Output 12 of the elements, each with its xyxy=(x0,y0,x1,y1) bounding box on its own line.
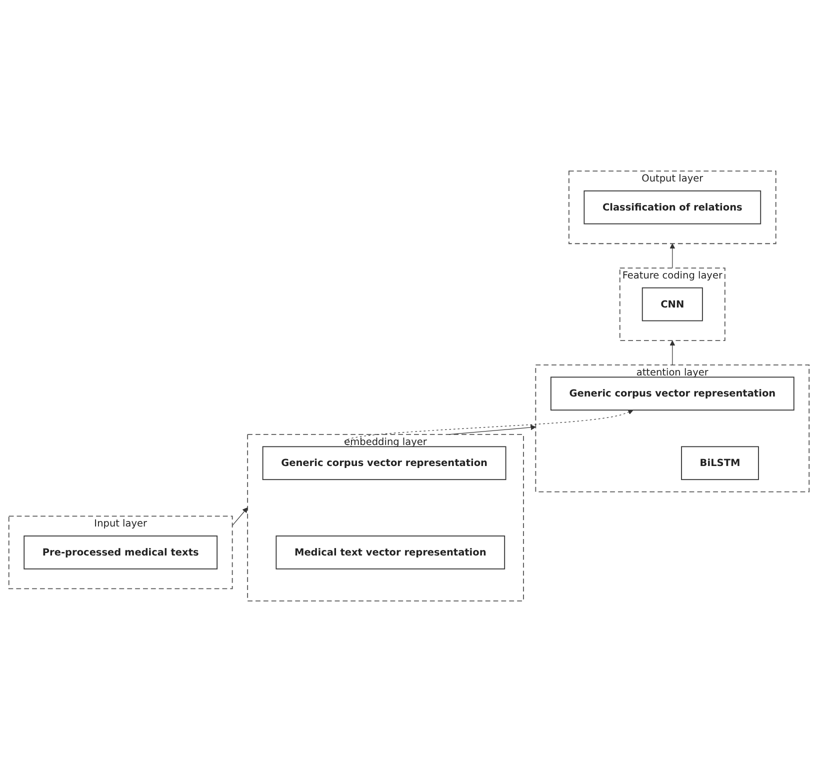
node-box: CNN xyxy=(642,287,703,322)
arrow xyxy=(232,507,248,526)
arrow xyxy=(344,409,634,447)
arrow xyxy=(670,340,676,366)
node-box: Generic corpus vector representation xyxy=(550,376,794,411)
arrow xyxy=(670,243,676,268)
node-box: Medical text vector representation xyxy=(276,536,506,570)
node-box: Classification of relations xyxy=(584,190,762,224)
arrow xyxy=(448,424,536,435)
node-box: Generic corpus vector representation xyxy=(262,446,506,480)
node-box: BiLSTM xyxy=(681,446,759,480)
node-box: Pre-processed medical texts xyxy=(24,536,218,570)
